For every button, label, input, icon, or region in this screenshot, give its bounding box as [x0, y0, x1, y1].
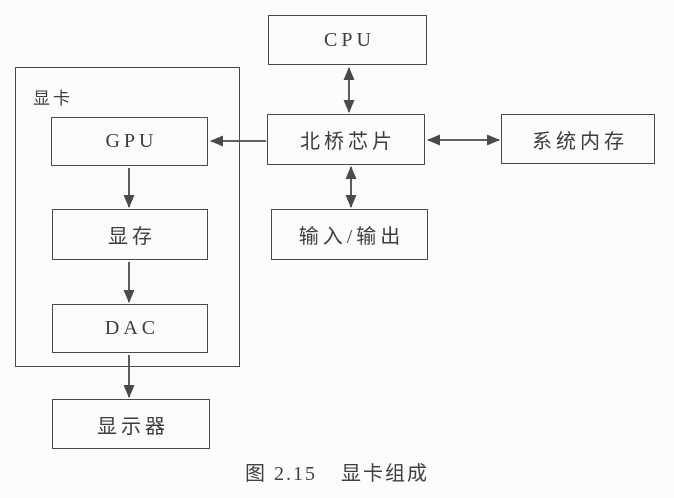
node-io: 输入/输出 — [271, 209, 428, 260]
node-cpu: CPU — [268, 15, 427, 65]
node-system-memory-label: 系统内存 — [532, 130, 628, 153]
group-box-graphics-card — [15, 67, 240, 367]
node-system-memory: 系统内存 — [501, 114, 655, 164]
group-label-graphics-card: 显卡 — [33, 89, 73, 108]
node-gpu: GPU — [51, 117, 208, 166]
node-io-label: 输入/输出 — [298, 226, 405, 248]
node-northbridge-label: 北桥芯片 — [300, 131, 396, 153]
node-video-memory-label: 显存 — [108, 226, 156, 248]
figure-caption: 图 2.15 显卡组成 — [0, 457, 674, 486]
node-dac: DAC — [52, 304, 208, 353]
node-dac-label: DAC — [104, 317, 160, 339]
node-video-memory: 显存 — [52, 209, 208, 260]
node-gpu-label: GPU — [105, 130, 158, 152]
node-northbridge: 北桥芯片 — [267, 114, 425, 165]
node-cpu-label: CPU — [324, 28, 375, 51]
figure-caption-title: 显卡组成 — [341, 463, 429, 485]
node-display-label: 显示器 — [97, 415, 169, 438]
figure-caption-number: 图 2.15 — [245, 463, 317, 485]
node-display: 显示器 — [52, 399, 210, 449]
